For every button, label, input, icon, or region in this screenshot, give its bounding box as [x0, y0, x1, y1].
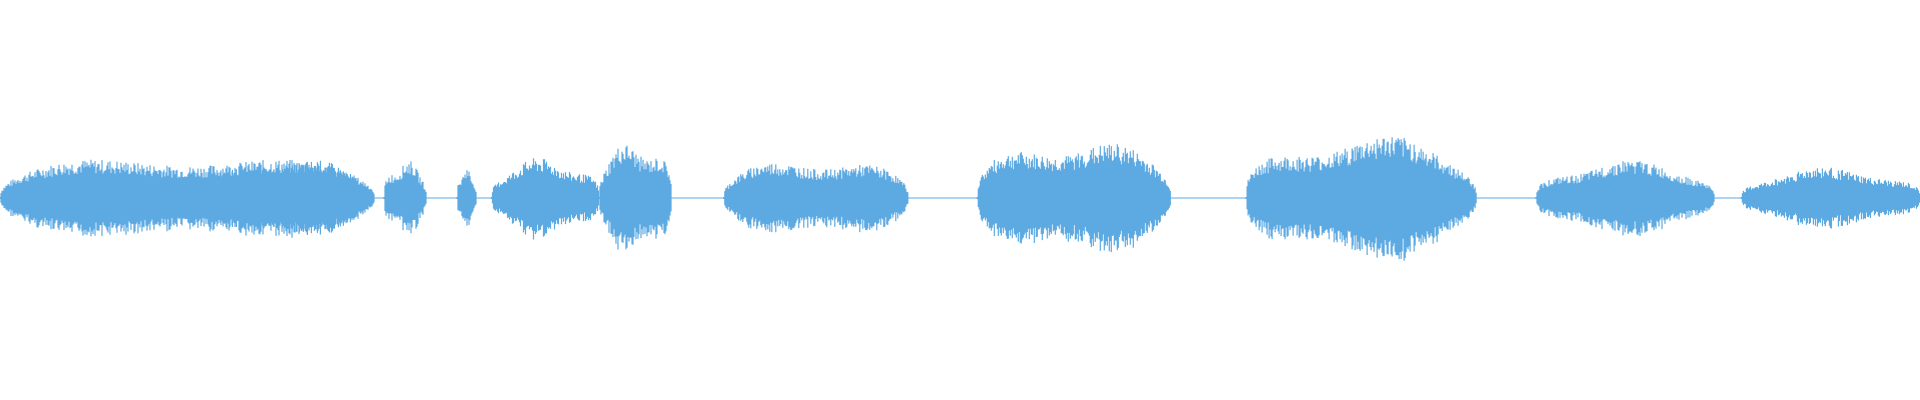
waveform-segment-path: [383, 161, 427, 234]
waveform-segment-path: [490, 158, 600, 240]
waveform-segment-path: [723, 164, 909, 233]
waveform-segment: [383, 161, 427, 234]
waveform-segment: [1245, 137, 1477, 261]
waveform-segment-path: [206, 160, 369, 235]
waveform-segment: [976, 144, 1171, 253]
waveform-segment: [490, 158, 600, 240]
waveform-segment-path: [598, 145, 672, 250]
waveform-segment-path: [1245, 137, 1477, 261]
waveform-segment: [1535, 161, 1715, 236]
waveform-segment: [456, 170, 477, 226]
waveform-segment-path: [976, 144, 1171, 253]
waveform-segment: [1740, 167, 1920, 229]
waveform-segment-path: [1740, 167, 1920, 229]
waveform-segment: [723, 164, 909, 233]
waveform-segment: [598, 145, 672, 250]
waveform-segment: [206, 160, 369, 235]
waveform-segment-path: [456, 170, 477, 226]
waveform-segment-path: [1535, 161, 1715, 236]
